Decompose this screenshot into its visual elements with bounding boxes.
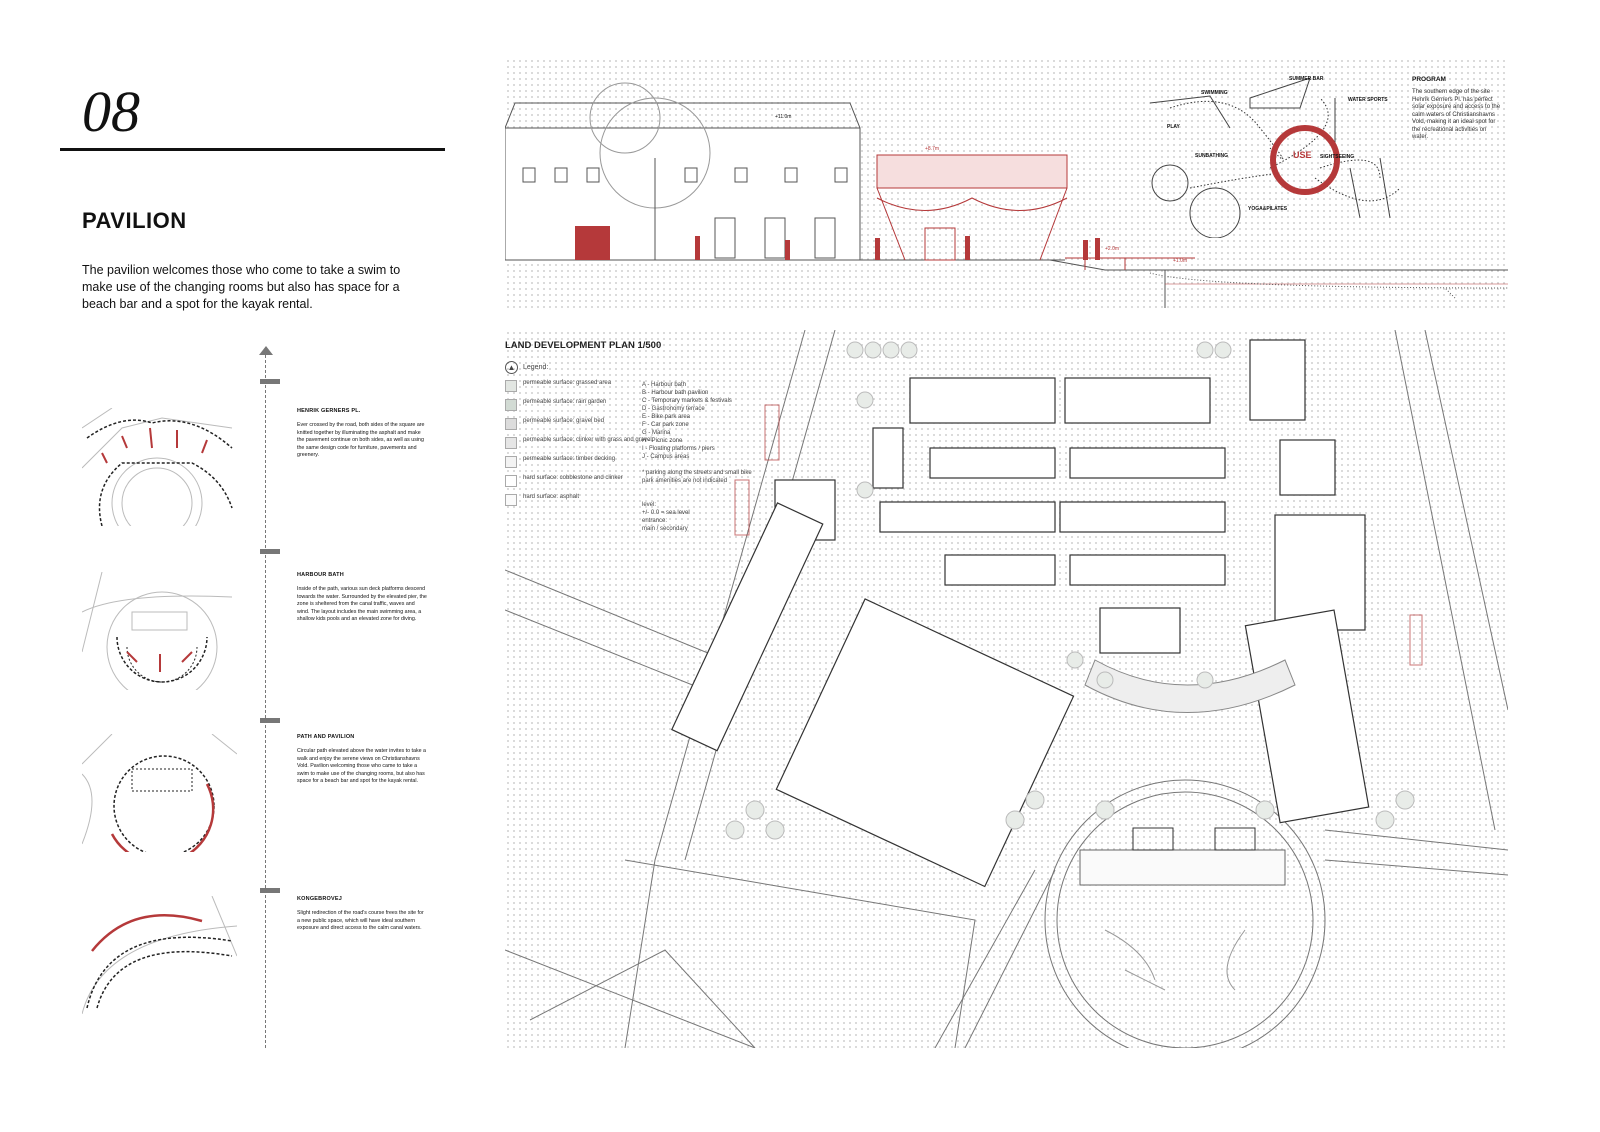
level-key-value: +/- 0.0 = sea level	[642, 510, 690, 516]
zone-item: I - Floating platforms / piers	[642, 446, 715, 452]
legend-item: permeable surface: clinker with grass an…	[505, 437, 661, 453]
legend-item: hard surface: asphalt	[505, 494, 661, 510]
level-key-label: level:	[642, 502, 657, 508]
step-henrik-gerners: HENRIK GERNERS PL. Ever crossed by the ro…	[297, 408, 437, 460]
step-title: HENRIK GERNERS PL.	[297, 408, 361, 414]
timeline	[265, 355, 266, 1048]
program-label-water-sports: WATER SPORTS	[1348, 97, 1388, 103]
program-title: PROGRAM	[1412, 76, 1446, 83]
program-diagram	[1150, 77, 1401, 238]
step-title: KONGEBROVEJ	[297, 896, 342, 902]
level-label: +2.0m	[1105, 246, 1120, 252]
step-title: PATH AND PAVILION	[297, 734, 355, 740]
legend-text: hard surface: cobblestone and clinker	[523, 475, 623, 481]
swatch	[505, 380, 517, 392]
land-development-plan	[505, 330, 1508, 1048]
level-label: +8.7m	[925, 146, 940, 152]
step-text: Circular path elevated above the water i…	[297, 748, 426, 784]
zone-item: C - Temporary markets & festivals	[642, 398, 732, 404]
entrance-key-label: entrance:	[642, 518, 668, 524]
zone-item: G - Marina	[642, 430, 671, 436]
plan-note: * parking along the streets and small bi…	[642, 470, 752, 484]
program-text: The southern edge of the site Henrik Ger…	[1412, 89, 1501, 140]
legend-text: permeable surface: gravel bed	[523, 418, 605, 424]
plan-title: LAND DEVELOPMENT PLAN 1/500	[505, 340, 662, 351]
legend-label: Legend:	[523, 364, 549, 371]
zone-item: D - Gastronomy terrace	[642, 406, 705, 412]
step-text: Slight redirection of the road's course …	[297, 910, 424, 931]
timeline-marker	[260, 718, 280, 723]
legend-item: permeable surface: rain garden	[505, 399, 661, 415]
swatch	[505, 418, 517, 430]
program-label-play: PLAY	[1167, 124, 1180, 130]
zone-item: E - Bike park area	[642, 414, 691, 420]
legend-text: permeable surface: clinker with grass an…	[523, 437, 652, 443]
zone-item: H - Picnic zone	[642, 438, 683, 444]
timeline-marker	[260, 379, 280, 384]
legend-text: permeable surface: rain garden	[523, 399, 607, 405]
swatch	[505, 399, 517, 411]
legend-item: permeable surface: timber decking	[505, 456, 661, 472]
swatch	[505, 475, 517, 487]
legend-item: permeable surface: gravel bed	[505, 418, 661, 434]
step-path-pavilion: PATH AND PAVILION Circular path elevated …	[297, 734, 437, 786]
zone-item: J - Campus areas	[642, 454, 690, 460]
step-text: Ever crossed by the road, both sides of …	[297, 422, 425, 458]
site-section-drawing: +11.0m +8.7m +2.0m +1.0m SWIMMING SUMMER…	[505, 58, 1508, 308]
entrance-key-value: main / secondary	[642, 526, 688, 532]
legend-item: hard surface: cobblestone and clinker	[505, 475, 661, 491]
step-harbour-bath: HARBOUR BATH Inside of the path, various …	[297, 572, 437, 624]
legend-text: permeable surface: timber decking	[523, 456, 616, 462]
step-title: HARBOUR BATH	[297, 572, 344, 578]
north-arrow-icon: ▲	[505, 361, 518, 374]
zone-item: F - Car park zone	[642, 422, 689, 428]
timeline-arrow-icon	[259, 346, 273, 355]
step-text: Inside of the path, various sun deck pla…	[297, 586, 427, 622]
legend-text: permeable surface: grassed area	[523, 380, 612, 386]
divider	[60, 148, 445, 151]
diagram-path-pavilion	[82, 734, 237, 852]
program-label-yoga: YOGA&PILATES	[1248, 206, 1288, 212]
diagram-henrik-gerners	[82, 408, 233, 526]
zone-list: A - Harbour bath B - Harbour bath pavili…	[642, 381, 752, 533]
program-label-use: USE	[1293, 150, 1312, 160]
swatch	[505, 437, 517, 449]
program-label-swimming: SWIMMING	[1201, 90, 1228, 96]
timeline-marker	[260, 888, 280, 893]
program-block: PROGRAM The southern edge of the site Hen…	[1412, 76, 1502, 142]
legend-text: hard surface: asphalt	[523, 494, 580, 500]
program-label-sightseeing: SIGHTSEEING	[1320, 154, 1355, 160]
program-label-summer-bar: SUMMER BAR	[1289, 76, 1324, 82]
zone-item: A - Harbour bath	[642, 382, 687, 388]
intro-text: The pavilion welcomes those who come to …	[82, 263, 401, 311]
swatch	[505, 456, 517, 468]
swatch	[505, 494, 517, 506]
plan-legend: LAND DEVELOPMENT PLAN 1/500 ▲ Legend: per…	[505, 340, 661, 513]
step-kongebrovej: KONGEBROVEJ Slight redirection of the roa…	[297, 896, 437, 933]
page-number: 08	[82, 79, 140, 144]
legend-item: permeable surface: grassed area	[505, 380, 661, 396]
program-label-sunbathing: SUNBATHING	[1195, 153, 1228, 159]
level-label: +1.0m	[1173, 258, 1188, 264]
level-label: +11.0m	[775, 114, 792, 120]
page-title: PAVILION	[82, 208, 187, 233]
diagram-kongebrovej	[82, 896, 237, 1014]
diagram-harbour-bath	[82, 572, 233, 690]
zone-item: B - Harbour bath pavilion	[642, 390, 709, 396]
timeline-marker	[260, 549, 280, 554]
